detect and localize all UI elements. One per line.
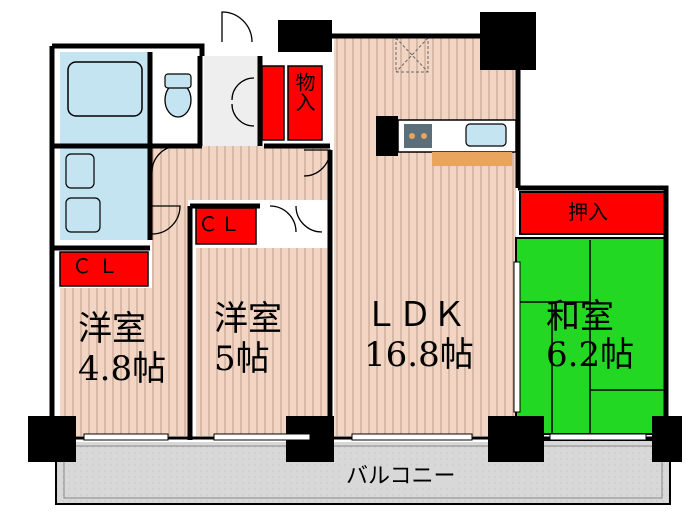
room-western-2 xyxy=(196,248,328,436)
washing-machine xyxy=(65,197,101,233)
storage-mononire-label: 物入 xyxy=(292,72,316,112)
room-western-1-name: 洋室 xyxy=(78,309,146,349)
balcony-label: バルコニー xyxy=(344,464,458,489)
stove xyxy=(404,124,432,148)
shoe-storage xyxy=(261,65,285,141)
washbasin xyxy=(65,153,95,189)
storage-oshiire-label: 押入 xyxy=(568,200,608,224)
pillar xyxy=(480,12,536,70)
storage-mononire xyxy=(287,65,323,141)
room-ldk-name: ＬＤＫ xyxy=(364,295,466,335)
closet-2-label: ＣＬ xyxy=(198,212,242,236)
room-western-1 xyxy=(60,288,188,436)
pillar xyxy=(488,416,544,462)
hallway xyxy=(152,146,328,200)
pillar xyxy=(652,416,682,462)
walls xyxy=(49,33,669,440)
room-western-1-size: 4.8帖 xyxy=(78,349,167,389)
sink xyxy=(465,123,507,147)
windows xyxy=(83,261,647,441)
dining-counter xyxy=(432,152,512,166)
pillar xyxy=(278,20,332,52)
doors xyxy=(151,11,331,235)
room-japanese xyxy=(515,237,667,435)
room-japanese-name: 和室 xyxy=(546,297,614,337)
room-ldk-size: 16.8帖 xyxy=(364,335,474,375)
storage-oshiire xyxy=(519,191,667,235)
closet-2 xyxy=(195,207,257,245)
closet-1 xyxy=(59,251,149,287)
bathtub xyxy=(67,61,143,117)
closet-1-label: ＣＬ xyxy=(72,254,124,278)
room-western-2-name: 洋室 xyxy=(214,299,282,339)
entrance xyxy=(204,56,260,146)
room-japanese-size: 6.2帖 xyxy=(546,335,635,375)
room-ldk xyxy=(334,38,516,436)
pillar xyxy=(28,416,76,462)
room-western-2-size: 5帖 xyxy=(214,339,270,379)
